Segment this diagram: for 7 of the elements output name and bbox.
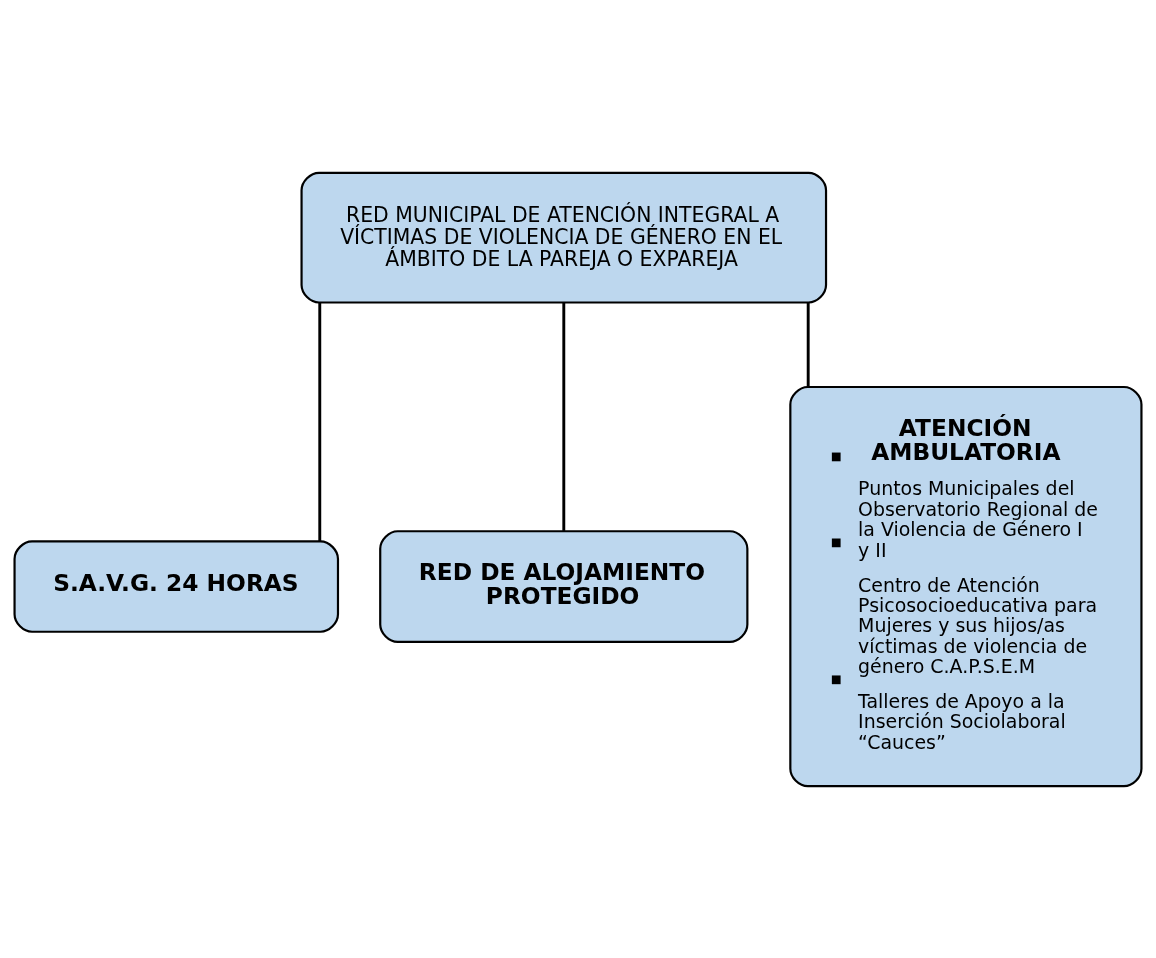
node-box: S.A.V.G. 24 HORAS (13, 539, 340, 633)
node-box: RED MUNICIPAL DE ATENCIÓN INTEGRAL A VÍCTIMAS DE VIOLENCIA DE GÉNERO EN EL ÁMBITO DE LA PAREJA O EXPAREJA (300, 171, 828, 304)
connector (318, 302, 322, 541)
connector (562, 302, 566, 531)
connector (806, 302, 810, 387)
node-box: ATENCIÓN AMBULATORIA Puntos Municipales del Observatorio Regional de la Violencia de Género I y II Centro de Atención Psicosocioeducativa para Mujeres y sus hijos/as víctimas de violencia de género C.A.P.S.E.M Talleres de Apoyo a la Inserción Sociolaboral “Cauces” (789, 385, 1143, 787)
node-box: RED DE ALOJAMIENTO PROTEGIDO (379, 529, 749, 643)
